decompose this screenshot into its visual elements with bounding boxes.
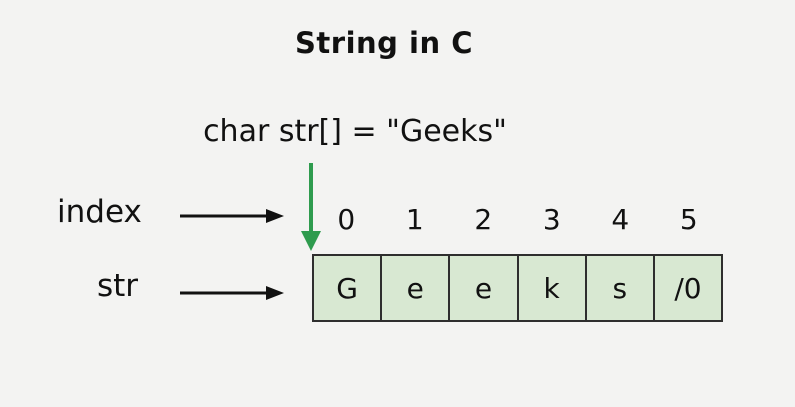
array-cell: e [448, 256, 517, 320]
char-array-row: G e e k s /0 [312, 254, 723, 322]
index-row-label: index [57, 194, 142, 230]
index-numbers-row: 0 1 2 3 4 5 [312, 200, 723, 240]
array-cell: G [314, 256, 381, 320]
index-number: 4 [611, 203, 630, 236]
down-arrow-icon [301, 163, 321, 251]
index-number: 0 [337, 203, 356, 236]
index-right-arrow-icon [180, 209, 284, 223]
array-cell: /0 [652, 256, 722, 320]
array-cell: e [380, 256, 449, 320]
array-cell: s [584, 256, 653, 320]
index-number: 1 [405, 203, 424, 236]
diagram-title: String in C [295, 26, 473, 60]
array-cell: k [516, 256, 585, 320]
declaration-text: char str[] = "Geeks" [203, 114, 507, 149]
str-right-arrow-icon [180, 286, 284, 300]
str-row-label: str [97, 268, 139, 304]
index-number: 3 [542, 203, 561, 236]
index-number: 2 [474, 203, 493, 236]
index-number: 5 [679, 203, 698, 236]
